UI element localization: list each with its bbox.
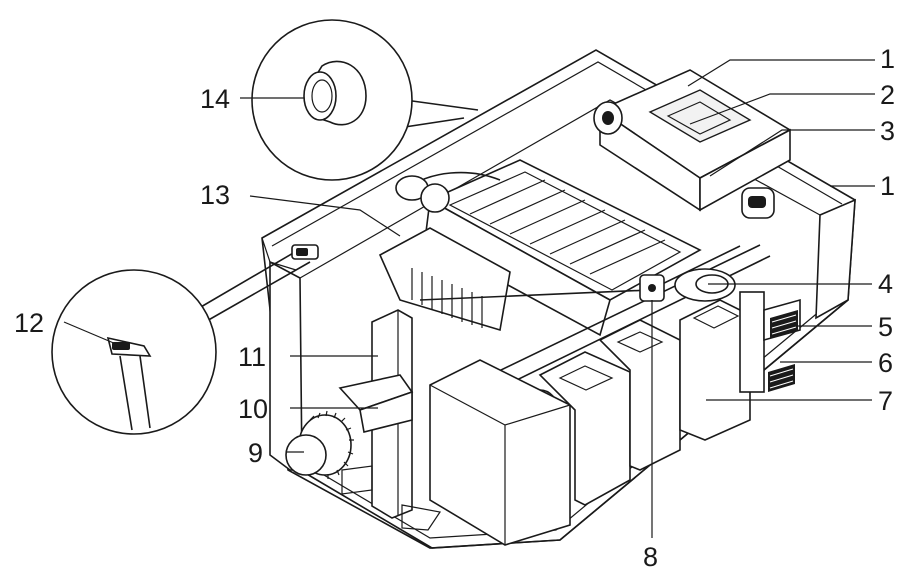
slot-guide [739, 291, 765, 393]
callout-7: 7 [878, 386, 893, 416]
callout-14: 14 [200, 84, 230, 114]
callout-4: 4 [878, 269, 893, 299]
heat-sink [378, 227, 511, 332]
callout-12: 12 [14, 308, 44, 338]
leader-3 [709, 129, 875, 177]
callout-11: 11 [238, 342, 266, 372]
callout-3: 3 [880, 116, 895, 146]
callout-13: 13 [200, 180, 230, 210]
leader-1a [687, 59, 875, 87]
cartridge-row [429, 299, 751, 546]
vent [768, 364, 795, 392]
detail-inset-12 [51, 251, 311, 435]
central-drum-unit [395, 159, 702, 337]
corner-clip [291, 244, 319, 260]
leader-12 [63, 321, 117, 345]
callout-1b: 1 [880, 171, 895, 201]
callout-8: 8 [643, 542, 658, 572]
callout-labels: 1 2 3 1 4 5 6 7 8 9 10 11 12 13 14 [14, 44, 895, 572]
leader-2 [689, 93, 875, 125]
label-plate [648, 89, 752, 143]
leader-lines [63, 59, 875, 538]
callout-1a: 1 [880, 44, 895, 74]
detail-inset-14 [251, 19, 479, 181]
callout-6: 6 [878, 348, 893, 378]
callout-10: 10 [238, 394, 268, 424]
leader-13 [249, 195, 401, 237]
gear-knob [285, 410, 354, 479]
callout-2: 2 [880, 80, 895, 110]
upper-cartridge-assembly [593, 69, 792, 219]
grille [770, 310, 798, 338]
latch-arm [338, 309, 442, 531]
callout-5: 5 [878, 312, 893, 342]
right-side-parts [739, 291, 801, 393]
callout-9: 9 [248, 438, 263, 468]
